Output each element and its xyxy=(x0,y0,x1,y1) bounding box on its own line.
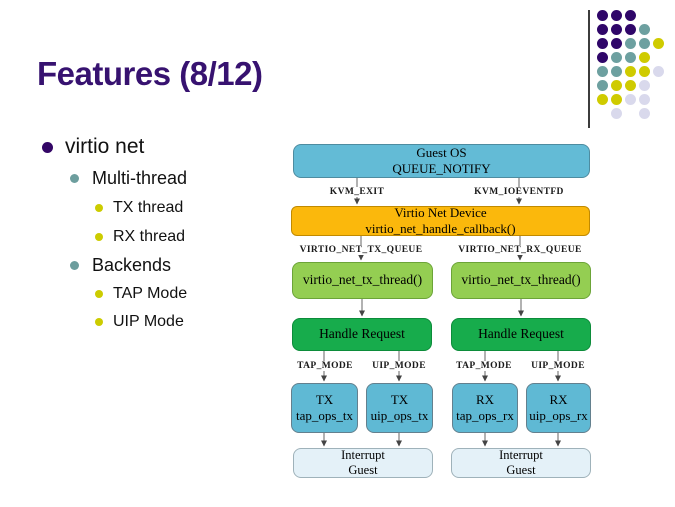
decor-dot xyxy=(610,93,622,105)
rx-uip-ops-box: RX uip_ops_rx xyxy=(526,383,591,433)
decor-dot xyxy=(624,23,636,35)
decor-dot xyxy=(638,51,650,63)
bullet-label: TX thread xyxy=(113,199,184,216)
interrupt-guest-right-box: Interrupt Guest xyxy=(451,448,591,478)
guest-os-box: Guest OS QUEUE_NOTIFY xyxy=(293,144,590,178)
bullet-icon xyxy=(95,290,103,298)
bullet-icon xyxy=(70,260,79,270)
mode-box-line2: uip_ops_tx xyxy=(370,408,429,423)
rx-tap-ops-box: RX tap_ops_rx xyxy=(452,383,518,433)
kvm-exit-label: KVM_EXIT xyxy=(326,187,388,197)
bullet-label: TAP Mode xyxy=(113,285,188,302)
uip-mode-left-label: UIP_MODE xyxy=(369,361,429,371)
uip-mode-right-label: UIP_MODE xyxy=(528,361,588,371)
interrupt-line1: Interrupt xyxy=(499,447,543,462)
interrupt-line1: Interrupt xyxy=(341,447,385,462)
bullet-tx-thread: TX thread xyxy=(95,196,183,220)
bullet-icon xyxy=(95,318,103,326)
decor-dot xyxy=(610,107,622,119)
mode-box-line2: tap_ops_tx xyxy=(295,408,354,423)
rx-thread-box: virtio_net_tx_thread() xyxy=(451,262,591,299)
handle-request-left-box: Handle Request xyxy=(292,318,432,351)
interrupt-line2: Guest xyxy=(506,463,536,477)
decor-dot xyxy=(610,79,622,91)
decor-dot xyxy=(652,37,664,49)
virtio-net-tx-queue-label: VIRTIO_NET_TX_QUEUE xyxy=(296,245,426,255)
bullet-uip-mode: UIP Mode xyxy=(95,310,184,334)
decor-dot xyxy=(624,79,636,91)
bullet-icon xyxy=(42,141,53,153)
handle-request-label: Handle Request xyxy=(319,326,405,342)
decor-dot xyxy=(638,79,650,91)
bullet-icon xyxy=(95,233,103,241)
decor-dot xyxy=(624,51,636,63)
decor-vertical-line xyxy=(588,10,590,128)
mode-box-line1: TX xyxy=(315,392,334,408)
decor-dot xyxy=(638,37,650,49)
bullet-icon xyxy=(95,204,103,212)
tx-thread-box: virtio_net_tx_thread() xyxy=(292,262,433,299)
virtio-device-line1: Virtio Net Device xyxy=(394,205,487,221)
decor-dot xyxy=(638,65,650,77)
tap-mode-right-label: TAP_MODE xyxy=(453,361,515,371)
decor-dot xyxy=(610,65,622,77)
tx-thread-label: virtio_net_tx_thread() xyxy=(302,272,423,288)
decor-dot xyxy=(610,51,622,63)
interrupt-guest-left-box: Interrupt Guest xyxy=(293,448,433,478)
tx-tap-ops-box: TX tap_ops_tx xyxy=(291,383,358,433)
decor-dot xyxy=(596,37,608,49)
bullet-icon xyxy=(70,173,79,183)
virtio-device-line2: virtio_net_handle_callback() xyxy=(365,221,516,236)
page-title: Features (8/12) xyxy=(37,55,263,92)
decor-dot xyxy=(638,93,650,105)
decor-dot xyxy=(596,79,608,91)
mode-box-line1: TX xyxy=(390,392,409,408)
tx-uip-ops-box: TX uip_ops_tx xyxy=(366,383,433,433)
handle-request-right-box: Handle Request xyxy=(451,318,591,351)
decor-dot xyxy=(624,65,636,77)
mode-box-line1: RX xyxy=(475,392,495,408)
bullet-label: Backends xyxy=(92,254,172,275)
mode-box-line2: tap_ops_rx xyxy=(456,408,514,423)
bullet-backends: Backends xyxy=(70,253,171,277)
decor-dot xyxy=(610,37,622,49)
decor-dot xyxy=(624,9,636,21)
decor-dot xyxy=(596,23,608,35)
decor-dot xyxy=(596,9,608,21)
decor-dot xyxy=(624,93,636,105)
rx-thread-label: virtio_net_tx_thread() xyxy=(461,272,581,288)
bullet-tap-mode: TAP Mode xyxy=(95,282,187,306)
kvm-ioeventfd-label: KVM_IOEVENTFD xyxy=(471,187,567,197)
interrupt-line2: Guest xyxy=(348,463,378,477)
decor-dot xyxy=(596,93,608,105)
guest-os-line2: QUEUE_NOTIFY xyxy=(392,161,491,176)
decor-dot xyxy=(610,9,622,21)
bullet-label: UIP Mode xyxy=(113,313,184,330)
bullet-virtio-net: virtio net xyxy=(42,134,144,160)
decor-dot xyxy=(596,65,608,77)
decor-dot xyxy=(638,107,650,119)
bullet-label: Multi-thread xyxy=(92,167,188,188)
virtio-net-rx-queue-label: VIRTIO_NET_RX_QUEUE xyxy=(455,245,585,255)
decor-dot xyxy=(624,37,636,49)
tap-mode-left-label: TAP_MODE xyxy=(294,361,356,371)
decor-dot xyxy=(638,23,650,35)
decor-dot xyxy=(652,65,664,77)
decor-dot xyxy=(610,23,622,35)
bullet-label: RX thread xyxy=(113,228,186,245)
mode-box-line2: uip_ops_rx xyxy=(529,408,588,423)
virtio-net-device-box: Virtio Net Device virtio_net_handle_call… xyxy=(291,205,590,236)
bullet-multi-thread: Multi-thread xyxy=(70,166,187,190)
bullet-label: virtio net xyxy=(65,135,145,158)
mode-box-line1: RX xyxy=(549,392,568,408)
bullet-rx-thread: RX thread xyxy=(95,225,185,249)
guest-os-line1: Guest OS xyxy=(416,145,467,161)
decor-dot xyxy=(596,51,608,63)
handle-request-label: Handle Request xyxy=(478,326,564,342)
